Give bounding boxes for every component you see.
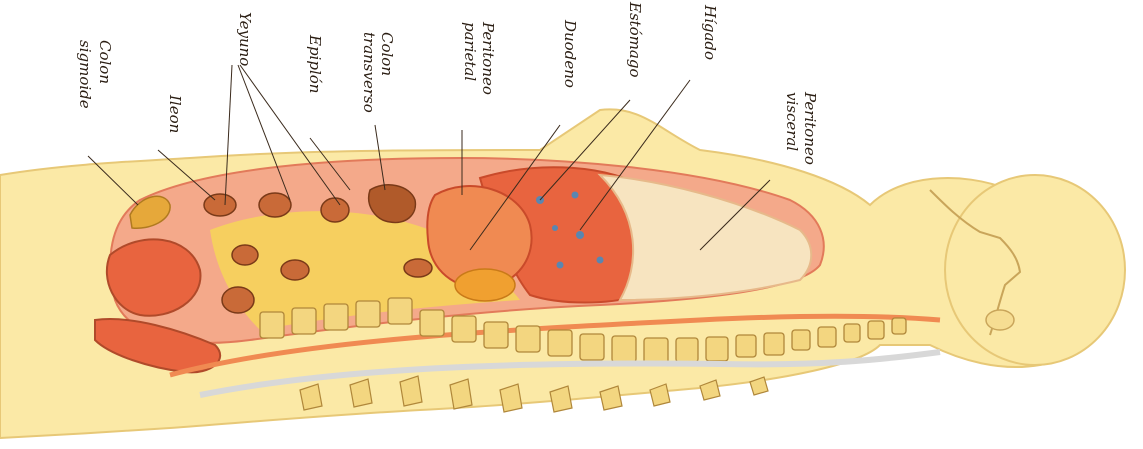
label-higado: Hígado <box>701 4 719 60</box>
svg-text:Peritoneo: Peritoneo <box>479 21 497 95</box>
label-duodeno: Duodeno <box>561 19 579 88</box>
svg-text:Peritoneo: Peritoneo <box>801 91 819 165</box>
svg-text:parietal: parietal <box>461 22 479 81</box>
label-epiplon: Epiplón <box>306 34 324 93</box>
svg-text:transverso: transverso <box>360 32 378 113</box>
label-peritoneo-visceral: Peritoneo visceral <box>783 91 819 165</box>
svg-text:visceral: visceral <box>783 92 801 151</box>
label-peritoneo-parietal: Peritoneo parietal <box>461 21 497 95</box>
label-colon-sigmoide: Colon sigmoide <box>76 40 114 109</box>
head <box>945 175 1125 365</box>
rectum <box>107 239 201 315</box>
label-estomago: Estómago <box>626 1 644 78</box>
duodenum <box>455 269 515 301</box>
label-yeyuno: Yeyuno <box>236 12 254 66</box>
ear <box>986 310 1014 330</box>
label-ileon: Ileon <box>166 94 184 133</box>
svg-text:sigmoide: sigmoide <box>76 40 94 109</box>
svg-text:Colon: Colon <box>96 40 114 84</box>
svg-text:Colon: Colon <box>378 32 396 76</box>
label-colon-transverso: Colon transverso <box>360 32 396 113</box>
